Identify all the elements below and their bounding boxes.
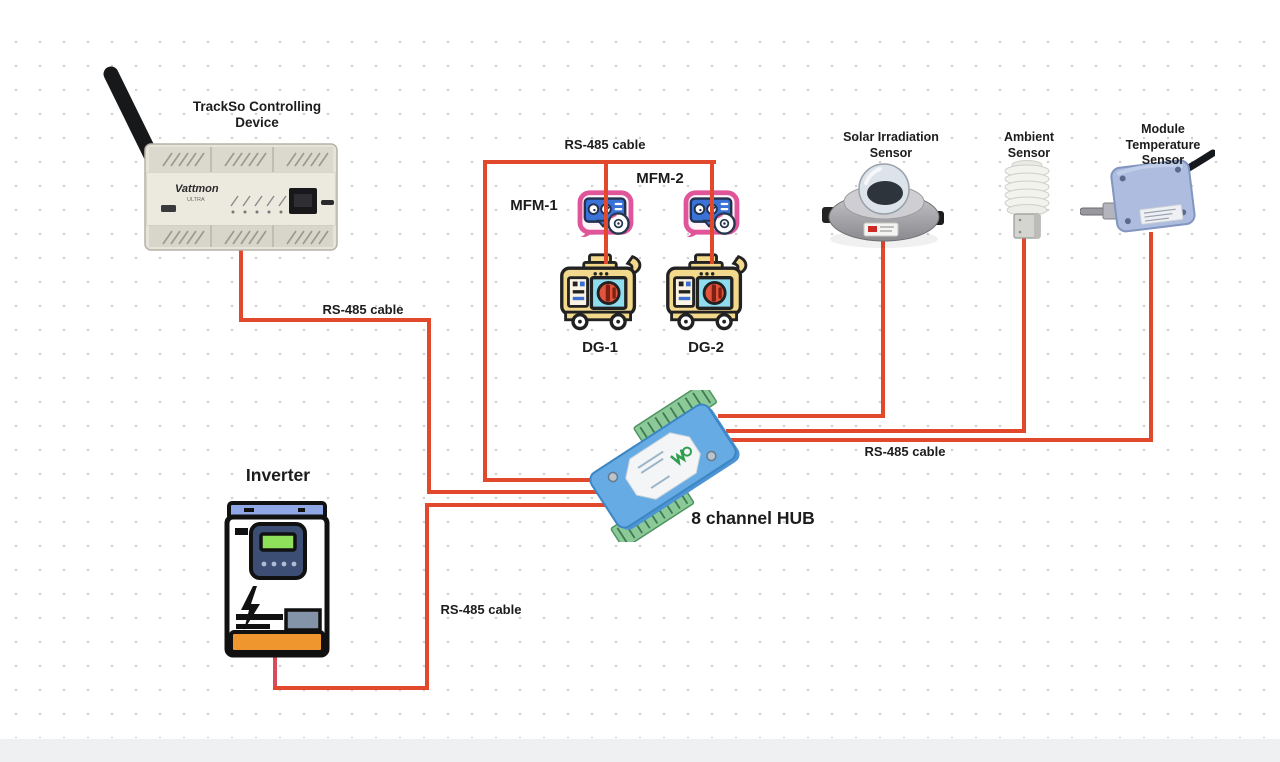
trackso-model-text: ULTRA (187, 197, 205, 203)
dg2-generator-icon (666, 253, 748, 331)
mfm1-label: MFM-1 (510, 197, 558, 214)
mfm2-label: MFM-2 (636, 170, 684, 187)
inverter-icon (224, 501, 330, 658)
cable-segment (273, 650, 277, 690)
cable-segment (1022, 238, 1026, 433)
cable-segment (483, 160, 487, 482)
hub-icon (589, 390, 740, 542)
trackso-device-icon: Vattmon ULTRA (103, 66, 338, 251)
cable-segment (483, 160, 716, 164)
trackso-label: TrackSo Controlling Device (192, 99, 322, 131)
cable-segment (710, 160, 714, 264)
cable-segment (239, 318, 431, 322)
cable-segment (881, 240, 885, 418)
cable-segment (483, 478, 610, 482)
ambient-sensor-icon (1004, 160, 1050, 239)
cable-segment (425, 503, 615, 507)
cable-label-trackso-bus: RS-485 cable (322, 302, 404, 317)
cable-segment (718, 414, 885, 418)
dot-grid-background (0, 22, 1280, 738)
solar-sensor-label: Solar Irradiation Sensor (843, 130, 939, 160)
cable-segment (726, 429, 1026, 433)
inverter-label: Inverter (245, 465, 311, 485)
dg2-label: DG-2 (688, 339, 724, 356)
dg1-generator-icon (560, 253, 642, 331)
cable-label-mfm-bus: RS-485 cable (564, 137, 646, 152)
cable-segment (427, 318, 431, 494)
cable-segment (730, 438, 1153, 442)
cable-segment (239, 244, 243, 322)
cable-segment (1149, 232, 1153, 442)
bottom-bar (0, 739, 1280, 762)
cable-segment (425, 503, 429, 690)
cable-segment (273, 686, 429, 690)
module-temp-sensor-label: Module Temperature Sensor (1125, 122, 1201, 168)
trackso-brand-text: Vattmon (175, 183, 219, 195)
ambient-sensor-label: Ambient Sensor (1004, 130, 1054, 160)
cable-segment (604, 160, 608, 264)
hub-label: 8 channel HUB (691, 508, 815, 528)
cable-label-sensor-bus: RS-485 cable (864, 444, 946, 459)
solar-irradiation-sensor-icon (822, 163, 944, 248)
dg1-label: DG-1 (582, 339, 618, 356)
cable-segment (427, 490, 612, 494)
cable-label-inverter-bus: RS-485 cable (440, 602, 522, 617)
module-temperature-sensor-icon (1080, 149, 1215, 233)
